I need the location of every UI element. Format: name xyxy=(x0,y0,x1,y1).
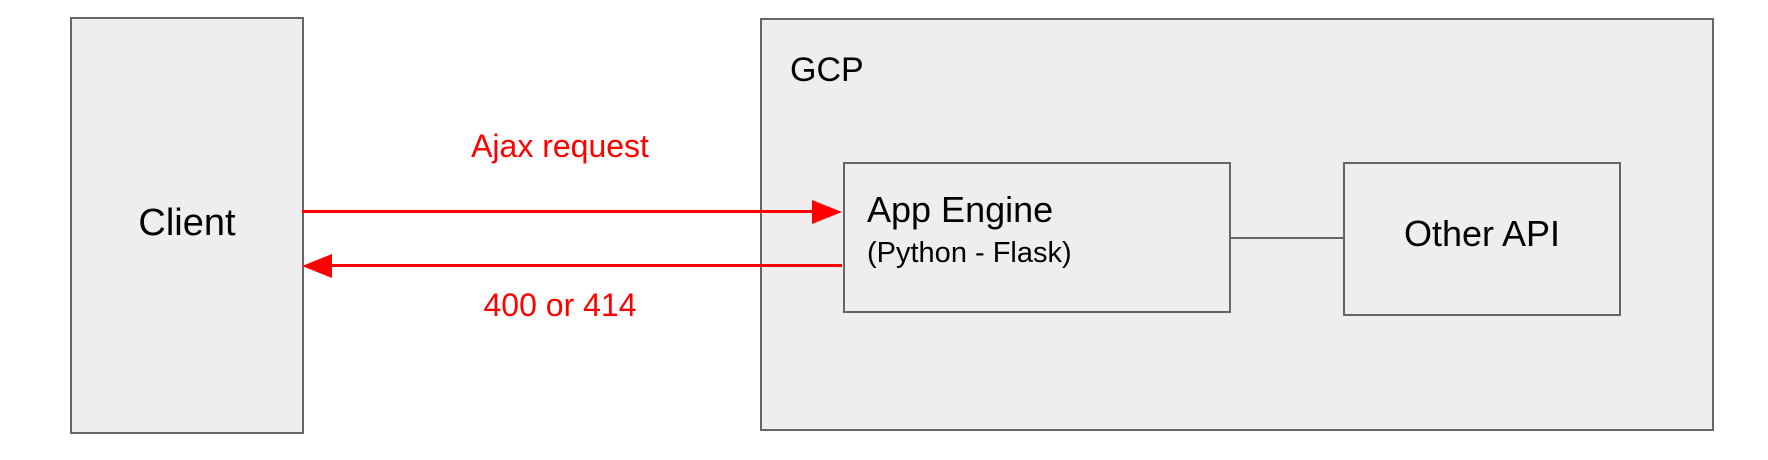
client-node-label: Client xyxy=(138,202,236,244)
request-arrow-head-icon xyxy=(812,200,842,224)
response-arrow-label: 400 or 414 xyxy=(483,287,637,323)
other-api-label: Other API xyxy=(1403,213,1561,254)
response-arrow-head-icon xyxy=(302,254,332,278)
request-arrow-line xyxy=(302,210,814,213)
app-engine-node[interactable]: App Engine (Python - Flask) xyxy=(843,162,1231,313)
gcp-container-label: GCP xyxy=(790,51,864,89)
response-arrow-line xyxy=(330,264,842,267)
app-engine-title: App Engine xyxy=(867,189,1054,230)
client-node[interactable]: Client xyxy=(70,17,304,434)
app-engine-subtitle: (Python - Flask) xyxy=(867,237,1072,269)
app-engine-to-other-api-connector xyxy=(1230,237,1344,239)
request-arrow-label: Ajax request xyxy=(471,128,649,164)
other-api-node[interactable]: Other API xyxy=(1343,162,1621,316)
